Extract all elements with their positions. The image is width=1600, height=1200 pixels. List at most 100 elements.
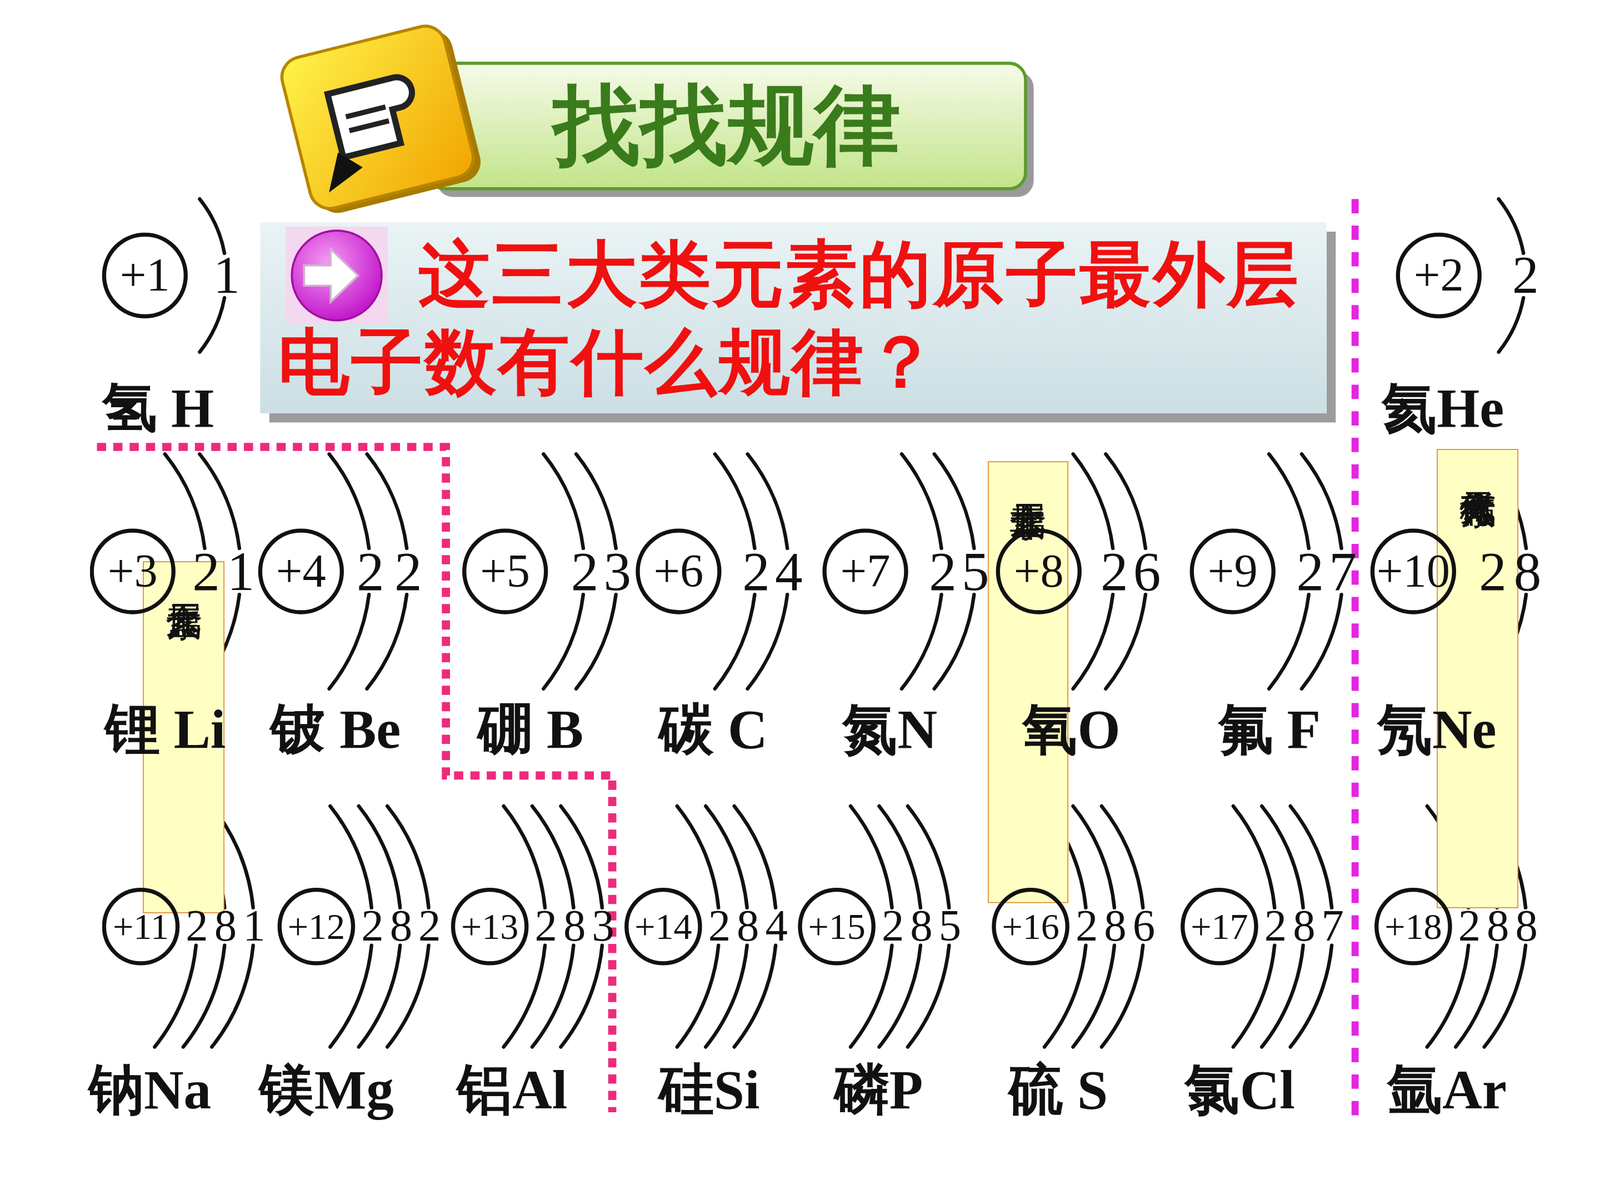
electron-count: 2: [928, 543, 957, 599]
element-name: 氧O: [1022, 702, 1120, 758]
electron-count: 2: [361, 903, 384, 949]
element-name: 硫 S: [1008, 1062, 1108, 1118]
electron-count: 5: [938, 903, 962, 949]
nuclear-charge: +7: [840, 547, 891, 595]
nucleus-circle: +4: [258, 528, 344, 614]
electron-count: 8: [1103, 903, 1127, 949]
nuclear-charge: +17: [1190, 908, 1248, 945]
nucleus-circle: +16: [991, 887, 1070, 966]
nucleus-ring: [1376, 890, 1450, 964]
electron-count: 2: [742, 543, 770, 599]
electron-count: 8: [910, 903, 933, 949]
electron-count: 4: [765, 903, 788, 949]
nucleus-ring: [91, 530, 174, 613]
nucleus-ring: [626, 890, 700, 964]
element-name: 锂 Li: [105, 702, 227, 758]
nuclear-charge: +11: [112, 908, 169, 945]
electron-count: 2: [881, 903, 904, 949]
nucleus-ring: [993, 890, 1068, 964]
scroll-glyph: [327, 73, 424, 158]
nucleus-ring: [279, 890, 353, 964]
nucleus-ring: [453, 890, 527, 964]
element-name: 氦He: [1381, 380, 1504, 436]
nucleus-circle: +2: [1396, 232, 1482, 319]
nucleus-circle: +6: [635, 528, 722, 614]
nuclear-charge: +18: [1384, 908, 1442, 945]
electron-count: 2: [708, 903, 731, 949]
element-name: 磷P: [834, 1062, 924, 1118]
nuclear-charge: +5: [480, 547, 530, 595]
electron-count: 3: [603, 543, 632, 599]
noble-gas-boundary: [1351, 198, 1359, 1118]
electron-count: 7: [1321, 903, 1344, 949]
electron-count: 2: [418, 903, 441, 949]
nuclear-charge: +12: [287, 908, 345, 945]
nuclear-charge: +4: [276, 547, 327, 595]
nucleus-circle: +17: [1180, 887, 1259, 966]
electron-count: 8: [1513, 543, 1542, 599]
element-name: 氮N: [842, 702, 938, 758]
nuclear-charge: +6: [653, 547, 704, 595]
nuclear-charge: +16: [1001, 908, 1059, 945]
electron-count: 8: [214, 903, 237, 949]
element-name: 铝Al: [457, 1062, 568, 1118]
metal-boundary: [96, 446, 613, 1113]
electron-count: 1: [227, 543, 255, 599]
electron-count: 3: [591, 903, 614, 949]
nuclear-charge: +15: [807, 908, 865, 945]
element-name: 氯Cl: [1184, 1062, 1295, 1118]
element-name: 钠Na: [88, 1062, 212, 1118]
nucleus-ring: [1372, 530, 1454, 613]
element-name: 氩Ar: [1387, 1062, 1507, 1118]
nuclear-charge: +8: [1013, 547, 1064, 595]
electron-count: 6: [1133, 543, 1162, 599]
electron-count: 2: [534, 903, 557, 949]
element-name: 氢 H: [102, 380, 214, 436]
electron-count: 2: [1100, 543, 1129, 599]
electron-count: 2: [394, 543, 423, 599]
nucleus-ring: [103, 890, 178, 964]
scroll-tip: [320, 147, 367, 193]
electron-count: 2: [571, 543, 599, 599]
nucleus-ring: [997, 530, 1080, 613]
note-icon: [277, 20, 485, 219]
category-tag: 稀有气体元素: [1436, 448, 1519, 909]
nucleus-circle: +7: [822, 528, 908, 614]
nucleus-circle: +8: [996, 528, 1082, 614]
electron-count: 8: [736, 903, 759, 949]
nucleus-ring: [800, 890, 874, 964]
element-name: 硅Si: [658, 1062, 760, 1118]
electron-count: 6: [1132, 903, 1155, 949]
electron-count: 4: [775, 543, 803, 599]
electron-count: 8: [1292, 903, 1315, 949]
element-name: 氟 F: [1218, 702, 1322, 758]
nucleus-circle: +12: [277, 887, 356, 966]
electron-count: 2: [1512, 248, 1539, 303]
electron-count: 8: [1486, 903, 1509, 949]
nucleus-circle: +5: [462, 528, 548, 614]
element-name: 铍 Be: [270, 702, 401, 758]
electron-count: 7: [1328, 543, 1357, 599]
electron-count: 8: [390, 903, 413, 949]
electron-count: 2: [185, 903, 208, 949]
nucleus-ring: [1191, 530, 1274, 613]
electron-count: 8: [563, 903, 586, 949]
element-name: 氖Ne: [1377, 702, 1497, 758]
nucleus-circle: +11: [102, 887, 180, 966]
question-text: 这三大类元素的原子最外层电子数有什么规律？: [277, 230, 1319, 407]
nucleus-circle: +9: [1190, 528, 1276, 614]
nucleus-circle: +18: [1374, 887, 1453, 966]
element-name: 碳 C: [658, 702, 768, 758]
electron-count: 5: [961, 543, 990, 599]
nucleus-circle: +13: [451, 887, 529, 966]
element-name: 镁Mg: [259, 1062, 394, 1118]
nucleus-ring: [1397, 234, 1480, 317]
electron-count: 2: [192, 543, 220, 599]
electron-count: 2: [1075, 903, 1098, 949]
nucleus-circle: +10: [1370, 528, 1457, 614]
nucleus-ring: [824, 530, 907, 613]
nucleus-ring: [1182, 890, 1257, 964]
nucleus-circle: +3: [90, 528, 176, 614]
